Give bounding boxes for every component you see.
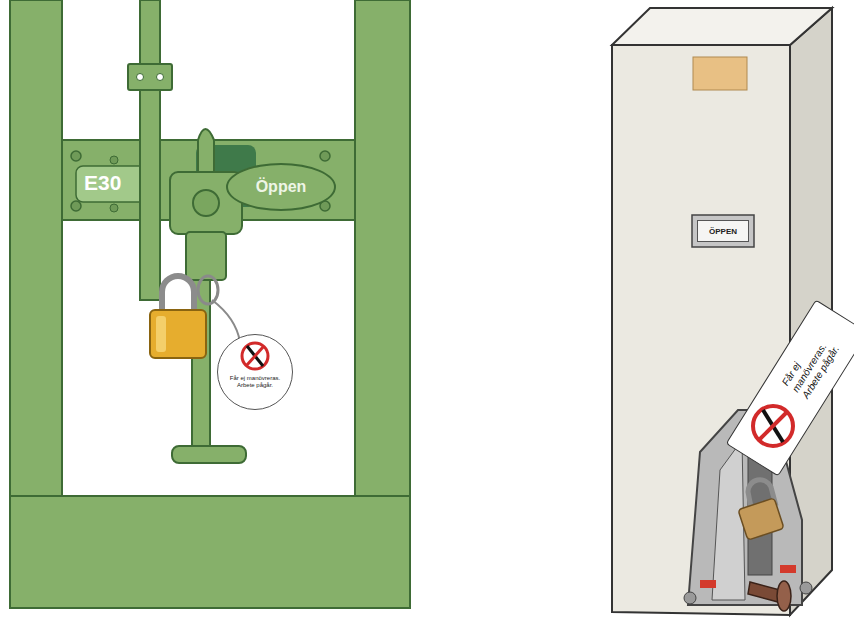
bracket-slot (748, 455, 772, 575)
device-id: E30 (84, 171, 121, 195)
handle-hook (198, 129, 214, 178)
screw (800, 582, 812, 594)
padlock-body (738, 498, 784, 540)
node-text: ÖPPEN (709, 227, 737, 236)
prohibition-slash (759, 412, 787, 440)
handle-paddle: Öppen (226, 163, 336, 211)
handle-tab (186, 232, 226, 280)
node-text: Öppen (256, 178, 307, 196)
warning-label (700, 580, 716, 588)
bolt (71, 201, 81, 211)
bolt (110, 204, 118, 212)
operating-rod (140, 0, 160, 300)
bolt (71, 151, 81, 161)
cabinet-top (612, 8, 832, 45)
wire-ring (198, 276, 218, 304)
tag-wire (212, 300, 240, 342)
screw (684, 592, 696, 604)
knob-disk (777, 581, 791, 611)
nameplate (693, 57, 747, 90)
bracket-face (712, 440, 745, 600)
position-indicator: ÖPPEN (697, 220, 749, 242)
rod-clamp (128, 64, 172, 90)
warning-tag: Får ej manövreras. Arbete pågår. (217, 334, 293, 410)
pivot (193, 190, 219, 216)
indicator-frame (692, 215, 754, 247)
prohibition-sign (242, 343, 268, 369)
padlock-shackle (162, 276, 194, 314)
bolt (110, 156, 118, 164)
padlock-highlight (156, 316, 166, 352)
knob-stem (748, 582, 780, 602)
lever-icon (247, 346, 263, 366)
padlock-body (150, 310, 206, 358)
prohibition-sign (753, 406, 793, 446)
clamp-screw (137, 74, 144, 81)
node-text: Får ej manövreras. Arbete pågår. (224, 375, 286, 389)
prohibition-slash (246, 346, 264, 366)
warning-label (780, 565, 796, 573)
clamp-screw (157, 74, 164, 81)
padlock-shackle (748, 480, 776, 512)
lever-icon (763, 410, 783, 442)
lever-foot (172, 446, 246, 463)
frame-base (10, 496, 410, 608)
bolt (320, 151, 330, 161)
